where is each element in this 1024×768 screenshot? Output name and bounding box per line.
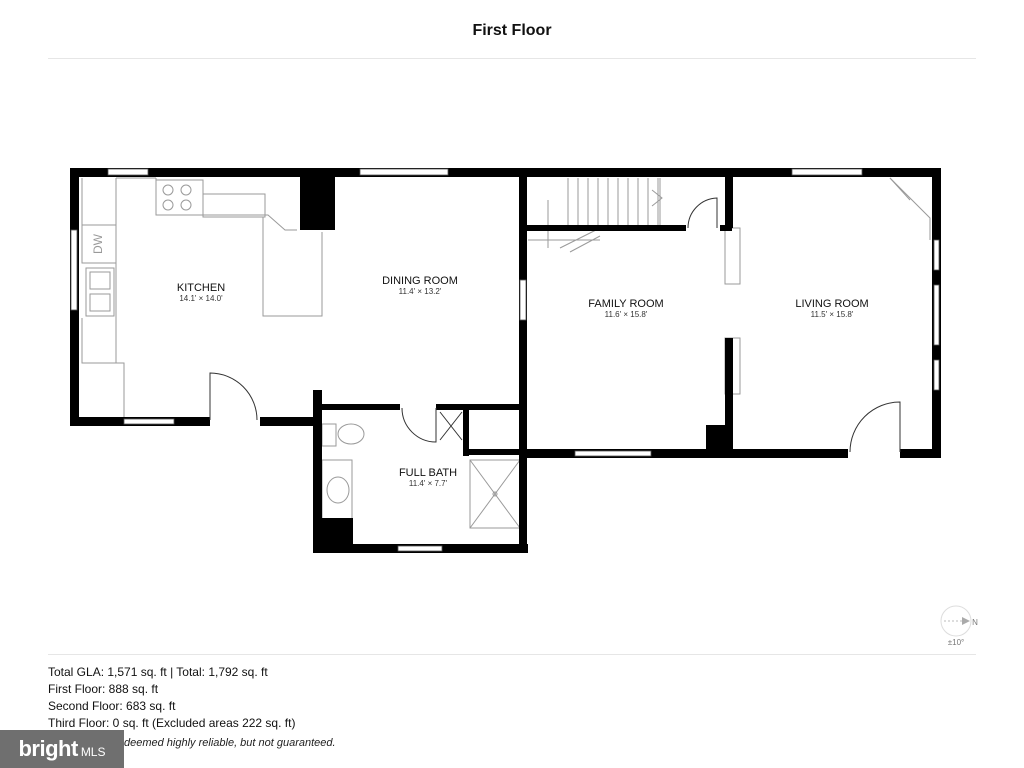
room-dims-dining: 11.4' × 13.2' <box>399 287 442 296</box>
brand-suffix: MLS <box>80 745 106 759</box>
compass-north-label: N <box>972 618 978 627</box>
room-name-dining: DINING ROOM <box>382 275 458 287</box>
dishwasher-label: DW <box>91 233 105 254</box>
windows <box>70 168 940 552</box>
page-title: First Floor <box>472 22 552 39</box>
disclaimer: deemed highly reliable, but not guarante… <box>124 737 336 749</box>
room-name-bath: FULL BATH <box>399 467 457 479</box>
stat-third-floor: Third Floor: 0 sq. ft (Excluded areas 22… <box>48 716 296 730</box>
stairs <box>528 178 663 253</box>
living-fireplace <box>889 177 931 240</box>
floor-plan: DW <box>70 168 941 553</box>
stat-total-gla: Total GLA: 1,571 sq. ft | Total: 1,792 s… <box>48 665 268 679</box>
room-dims-kitchen: 14.1' × 14.0' <box>179 294 223 303</box>
doors <box>209 197 901 458</box>
bright-mls-logo: bright MLS <box>0 730 124 768</box>
bottom-divider <box>48 654 976 655</box>
room-dims-family: 11.6' × 15.8' <box>605 310 648 319</box>
room-dims-living: 11.5' × 15.8' <box>811 310 854 319</box>
room-name-kitchen: KITCHEN <box>177 282 225 294</box>
compass-icon: N ±10° <box>940 605 978 647</box>
area-summary: Total GLA: 1,571 sq. ft | Total: 1,792 s… <box>48 664 295 732</box>
room-name-family: FAMILY ROOM <box>588 298 663 310</box>
kitchen-counters <box>81 177 323 420</box>
walls <box>70 168 941 553</box>
compass-tolerance: ±10° <box>948 638 965 647</box>
stat-first-floor: First Floor: 888 sq. ft <box>48 682 159 696</box>
stat-second-floor: Second Floor: 683 sq. ft <box>48 699 176 713</box>
room-dims-bath: 11.4' × 7.7' <box>409 479 448 488</box>
brand-word: bright <box>18 736 78 761</box>
top-divider <box>48 58 976 59</box>
room-name-living: LIVING ROOM <box>795 298 868 310</box>
